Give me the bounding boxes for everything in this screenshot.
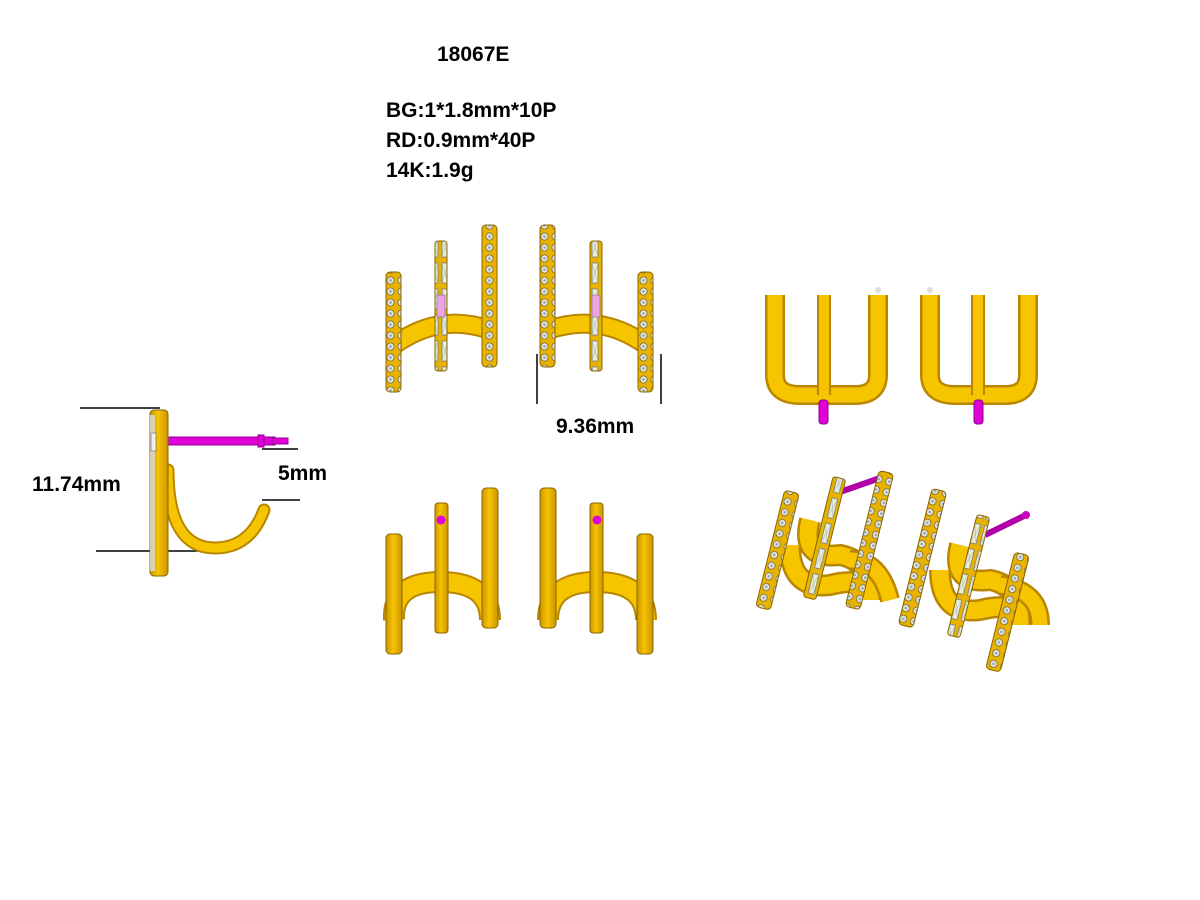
back-view-right-earring xyxy=(537,487,657,655)
back-view-left-earring xyxy=(382,487,501,655)
width-dimension-lines xyxy=(536,354,662,404)
spec-baguette: BG:1*1.8mm*10P xyxy=(386,99,557,122)
top-view-right-earring xyxy=(920,287,1038,425)
front-view-right-earring xyxy=(539,224,654,393)
side-view-earring xyxy=(80,407,300,577)
perspective-view-right-earring xyxy=(898,488,1050,672)
height-dimension-label: 11.74mm xyxy=(32,473,121,496)
spec-metal-weight: 14K:1.9g xyxy=(386,159,474,182)
post-length-label: 5mm xyxy=(278,462,328,485)
spec-round: RD:0.9mm*40P xyxy=(386,129,536,152)
perspective-view-left-earring xyxy=(756,470,900,610)
front-view-left-earring xyxy=(385,224,498,393)
model-number: 18067E xyxy=(437,43,510,66)
width-dimension-label: 9.36mm xyxy=(556,415,635,438)
top-view-left-earring xyxy=(765,287,888,425)
spec-list: BG:1*1.8mm*10P RD:0.9mm*40P 14K:1.9g xyxy=(386,96,556,186)
